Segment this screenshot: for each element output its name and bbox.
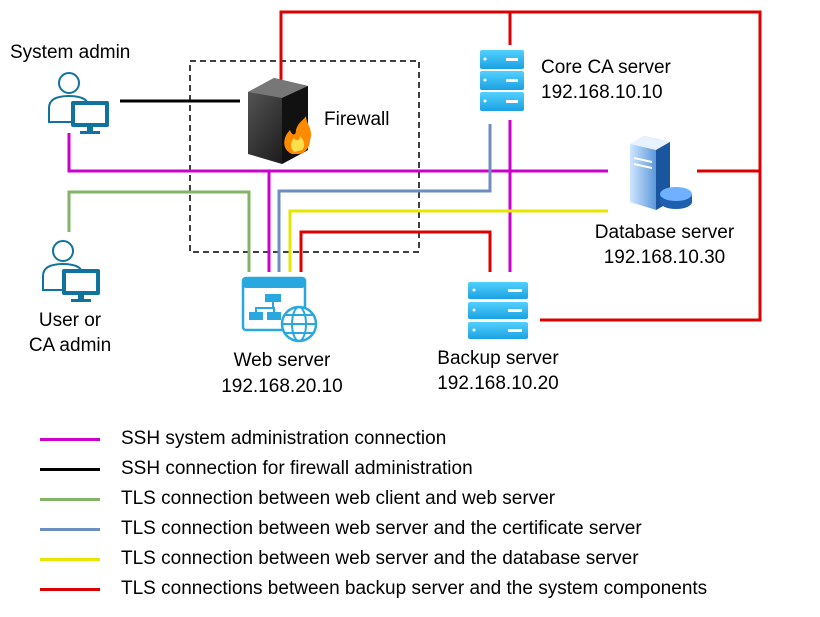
tls-web-db-line bbox=[288, 209, 608, 272]
legend-swatch bbox=[40, 588, 100, 591]
database-label: Database server bbox=[594, 222, 735, 243]
system-admin-icon bbox=[48, 72, 109, 134]
tls-web-cert-line bbox=[277, 124, 492, 272]
legend-swatch bbox=[40, 468, 100, 471]
legend-label: TLS connection between web client and we… bbox=[121, 488, 556, 509]
backup-server-ip: 192.168.10.20 bbox=[437, 373, 559, 394]
user-ca-admin-label-line2: CA admin bbox=[28, 335, 112, 356]
firewall-label: Firewall bbox=[324, 109, 390, 130]
ssh-admin-to-database-line bbox=[67, 133, 608, 173]
legend-swatch bbox=[40, 498, 100, 501]
web-server-label: Web server bbox=[233, 350, 331, 371]
core-ca-ip: 192.168.10.10 bbox=[541, 82, 663, 103]
tls-backup-to-web-line bbox=[299, 230, 492, 272]
backup-server-icon bbox=[468, 282, 528, 339]
backup-server-label: Backup server bbox=[437, 348, 559, 369]
legend-swatch bbox=[40, 438, 100, 441]
tls-backup-to-firewall-line bbox=[279, 10, 762, 322]
legend-swatch bbox=[40, 558, 100, 561]
user-ca-admin-icon bbox=[42, 240, 100, 302]
core-ca-server-icon bbox=[480, 50, 524, 111]
tls-client-web-line bbox=[67, 190, 251, 272]
core-ca-label: Core CA server bbox=[541, 57, 671, 78]
system-admin-label: System admin bbox=[10, 42, 131, 63]
legend-label: TLS connections between backup server an… bbox=[121, 578, 708, 599]
web-server-ip: 192.168.20.10 bbox=[221, 376, 343, 397]
legend-label: TLS connection between web server and th… bbox=[121, 518, 642, 539]
legend-swatch bbox=[40, 528, 100, 531]
legend-label: TLS connection between web server and th… bbox=[121, 548, 639, 569]
firewall-zone bbox=[189, 60, 420, 253]
database-ip: 192.168.10.30 bbox=[603, 247, 726, 268]
legend-label: SSH system administration connection bbox=[121, 428, 447, 449]
database-server-icon bbox=[630, 136, 692, 210]
user-ca-admin-label-line1: User or bbox=[38, 310, 102, 331]
web-server-icon bbox=[241, 276, 318, 343]
legend-label: SSH connection for firewall administrati… bbox=[121, 458, 473, 479]
firewall-icon bbox=[248, 78, 312, 164]
